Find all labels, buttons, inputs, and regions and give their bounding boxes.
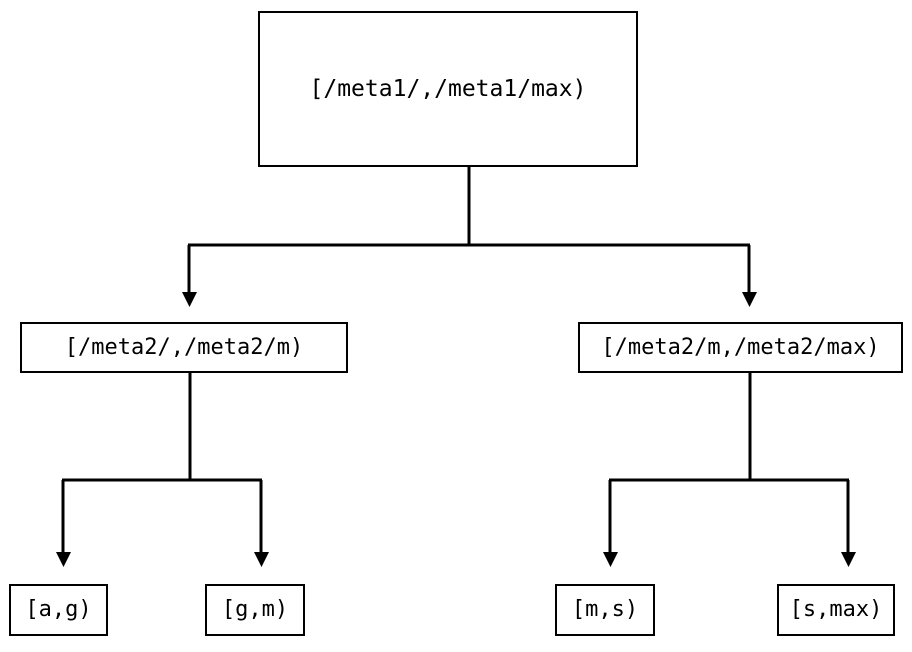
node-leaf-a-g[interactable]: [a,g) (9, 584, 108, 636)
node-mid-left-label: [/meta2/,/meta2/m) (64, 334, 304, 360)
node-leaf-g-m[interactable]: [g,m) (205, 584, 305, 636)
node-mid-right-label: [/meta2/m,/meta2/max) (601, 334, 880, 360)
node-mid-right[interactable]: [/meta2/m,/meta2/max) (578, 322, 903, 373)
node-root[interactable]: [/meta1/,/meta1/max) (258, 11, 638, 167)
node-leaf-m-s[interactable]: [m,s) (555, 584, 655, 636)
edge-midright-to-leaves (608, 373, 850, 552)
node-leaf-a-g-label: [a,g) (25, 597, 92, 622)
arrowhead-to-leaf-3 (603, 552, 618, 567)
arrowhead-to-leaf-1 (56, 552, 71, 567)
arrowhead-to-mid-right (742, 292, 757, 307)
node-root-label: [/meta1/,/meta1/max) (309, 75, 587, 102)
node-leaf-s-max[interactable]: [s,max) (777, 584, 895, 636)
node-mid-left[interactable]: [/meta2/,/meta2/m) (20, 322, 348, 373)
arrowhead-to-leaf-2 (254, 552, 269, 567)
arrowhead-to-mid-left (182, 292, 197, 307)
arrowhead-to-leaf-4 (841, 552, 856, 567)
node-leaf-s-max-label: [s,max) (789, 597, 883, 622)
node-leaf-m-s-label: [m,s) (571, 597, 639, 622)
edge-midleft-to-leaves (61, 373, 263, 552)
node-leaf-g-m-label: [g,m) (221, 597, 289, 622)
edge-root-to-midlevel (187, 167, 751, 292)
